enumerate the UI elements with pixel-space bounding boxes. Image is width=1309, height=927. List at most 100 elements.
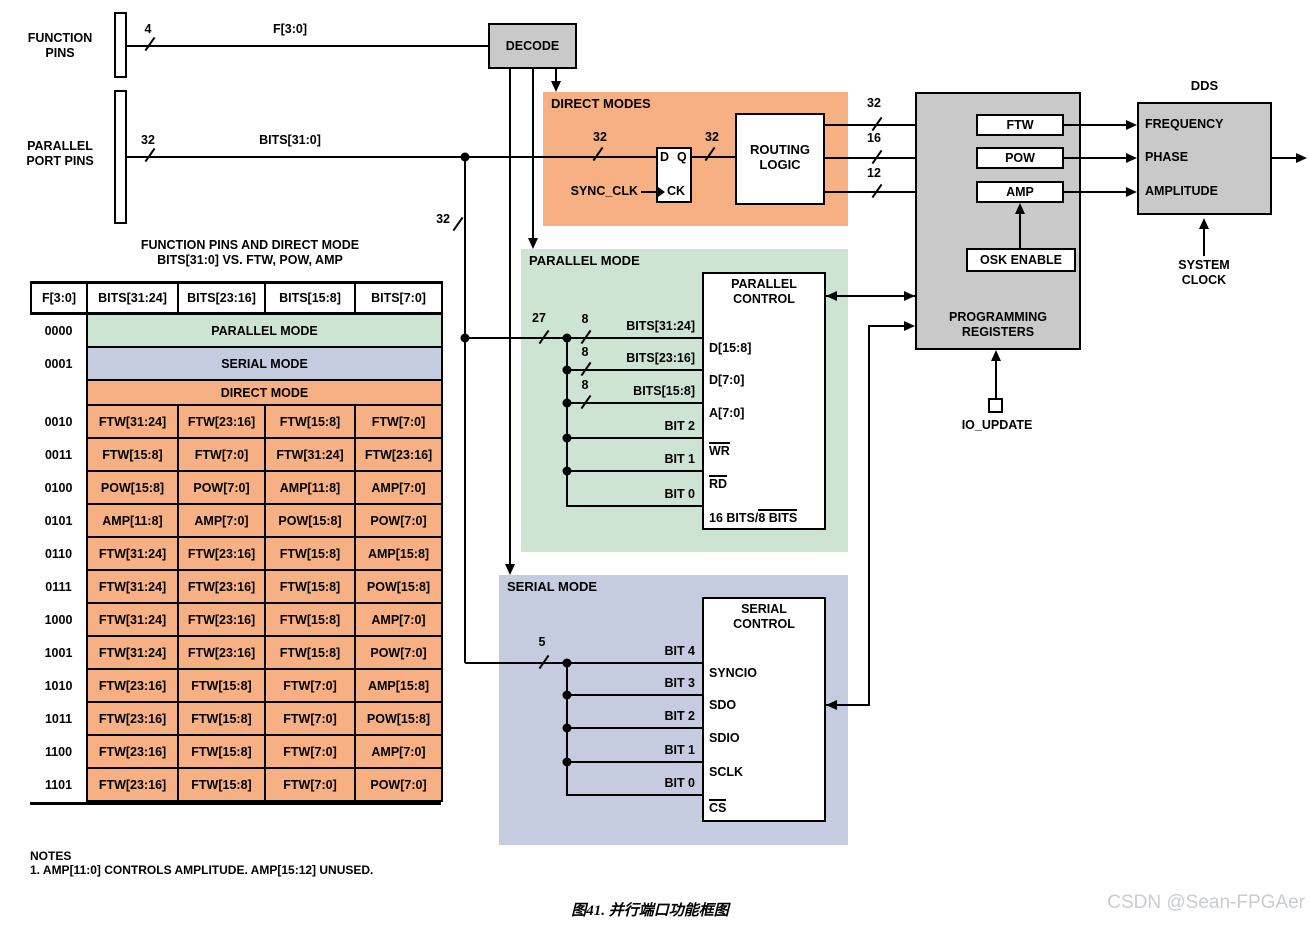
mode-cell: DIRECT MODE	[86, 379, 443, 406]
wire-bits-bus	[127, 156, 656, 158]
parallel-control-box	[702, 272, 826, 530]
ff-q-label: Q	[677, 150, 687, 164]
mapping-cell: FTW[23:16]	[86, 701, 179, 736]
junction-dot	[562, 723, 572, 733]
junction-dot	[460, 333, 470, 343]
wire-parallel-pin1	[567, 369, 702, 371]
sync-clk-label: SYNC_CLK	[570, 184, 638, 198]
mapping-cell: FTW[7:0]	[264, 668, 356, 703]
pin-name: SDIO	[709, 731, 740, 745]
arrow-into-serial-mode	[505, 564, 515, 575]
direct-in-width: 32	[593, 130, 607, 144]
mapping-cell: FTW[7:0]	[264, 767, 356, 802]
wire-serial-pin1	[567, 694, 702, 696]
mapping-cell: POW[15:8]	[354, 569, 443, 604]
wire-serial-to-registers-vertical	[868, 325, 870, 706]
pin-source-label: BIT 1	[664, 743, 695, 757]
wire-parallel-pin5	[567, 505, 702, 507]
mapping-cell: POW[7:0]	[354, 503, 443, 538]
mapping-cell: FTW[15:8]	[86, 437, 179, 472]
wire-sync-clk	[641, 191, 656, 193]
col-header: BITS[7:0]	[354, 281, 443, 315]
wire-amp-bus	[825, 191, 966, 193]
f-value-cell: 1011	[31, 702, 87, 735]
function-pins-line2: PINS	[45, 46, 75, 60]
wire-ftw-bus	[825, 124, 966, 126]
function-pins-label: FUNCTION PINS	[10, 31, 110, 61]
pow-register-box: POW	[976, 147, 1064, 169]
pin-source-label: BIT 4	[664, 644, 695, 658]
mapping-cell: FTW[23:16]	[354, 437, 443, 472]
note-item: 1. AMP[11:0] CONTROLS AMPLITUDE. AMP[15:…	[30, 863, 374, 877]
pin-bus-width: 8	[581, 378, 589, 392]
junction-dot	[562, 466, 572, 476]
table-title-line1: FUNCTION PINS AND DIRECT MODE	[140, 238, 360, 252]
wire-dds-output	[1272, 157, 1297, 159]
mapping-cell: FTW[15:8]	[177, 668, 266, 703]
parallel-port-pins-label: PARALLEL PORT PINS	[8, 139, 112, 169]
dds-block	[1137, 102, 1272, 215]
dds-phase-label: PHASE	[1145, 150, 1189, 164]
f-value-cell	[31, 380, 87, 405]
mapping-cell: POW[7:0]	[354, 767, 443, 802]
pin-name: D[15:8]	[709, 341, 752, 355]
ff-d-label: D	[660, 150, 670, 164]
f-value-cell: 0000	[31, 313, 87, 347]
parallel-control-line2: CONTROL	[733, 292, 795, 306]
f-value-cell: 0100	[31, 471, 87, 504]
wire-decode-to-serial	[509, 69, 511, 564]
arrow-into-serial-control	[826, 700, 837, 710]
pin-source-label: BIT 0	[664, 776, 695, 790]
parallel-control-title: PARALLEL CONTROL	[702, 277, 826, 307]
wire-serial-to-registers-top	[868, 325, 904, 327]
wire-serial-pin2	[567, 727, 702, 729]
arrow-system-clock	[1199, 218, 1209, 229]
routing-line1: ROUTING	[750, 142, 810, 157]
mapping-cell: POW[15:8]	[264, 503, 356, 538]
parallel-bus-width: 27	[532, 311, 546, 325]
pin-source-label: BIT 0	[664, 487, 695, 501]
serial-control-title: SERIAL CONTROL	[702, 602, 826, 632]
ftw-register-box: FTW	[976, 114, 1064, 136]
overlined-pin: 8 BITS	[758, 509, 798, 525]
parallel-control-line1: PARALLEL	[731, 277, 797, 291]
wire-serial-pin3	[567, 761, 702, 763]
overlined-pin: WR	[709, 442, 730, 458]
wire-decode-to-parallel	[532, 69, 534, 238]
junction-dot	[562, 757, 572, 767]
mapping-cell: FTW[23:16]	[177, 404, 266, 439]
mapping-cell: FTW[31:24]	[86, 602, 179, 637]
mapping-cell: FTW[23:16]	[177, 602, 266, 637]
mapping-cell: FTW[15:8]	[264, 569, 356, 604]
figure-caption: 图41. 并行端口功能框图	[571, 903, 729, 919]
wire-pow-to-dds	[1064, 157, 1126, 159]
direct-modes-title: DIRECT MODES	[551, 96, 651, 111]
wire-parallel-pin4	[567, 470, 702, 472]
mapping-cell: FTW[7:0]	[177, 437, 266, 472]
col-header: F[3:0]	[30, 281, 88, 315]
mapping-cell: POW[7:0]	[354, 635, 443, 670]
pin-source-label: BIT 1	[664, 452, 695, 466]
mapping-cell: FTW[31:24]	[264, 437, 356, 472]
pin-name-plain: 16 BITS/	[709, 511, 759, 525]
bits-bus-width: 32	[141, 133, 155, 147]
mapping-cell: FTW[15:8]	[264, 536, 356, 571]
mapping-cell: AMP[15:8]	[354, 668, 443, 703]
pin-name: SCLK	[709, 765, 744, 779]
mapping-cell: FTW[31:24]	[86, 635, 179, 670]
wire-ftw-to-dds	[1064, 124, 1126, 126]
dds-frequency-label: FREQUENCY	[1145, 117, 1224, 131]
wire-io-update	[995, 361, 997, 398]
routing-logic-label: ROUTING LOGIC	[735, 142, 825, 172]
arrow-io-update	[991, 350, 1001, 361]
serial-bus-width: 5	[538, 635, 546, 649]
mapping-cell: FTW[23:16]	[86, 734, 179, 769]
f-bus-label: F[3:0]	[272, 22, 308, 36]
drop-bus-width: 32	[436, 212, 450, 226]
